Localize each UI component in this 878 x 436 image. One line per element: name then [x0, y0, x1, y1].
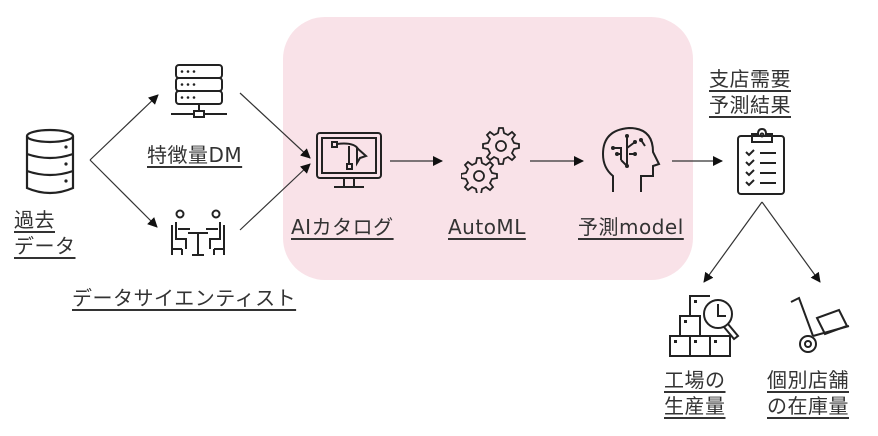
store-inventory-label: 個別店舗 の在庫量 — [767, 368, 849, 418]
prediction-model-label: 予測model — [578, 215, 684, 239]
edge-forecast-to-factory — [703, 201, 763, 283]
edge-scientist-to-catalog — [239, 163, 311, 231]
automl-label: AutoML — [448, 215, 526, 239]
clipboard-checklist-icon — [737, 128, 785, 195]
data-scientist-label: データサイエンティスト — [72, 286, 297, 310]
edge-dm-to-catalog — [239, 92, 311, 159]
feature-dm-label: 特徴量DM — [147, 143, 243, 167]
branch-forecast-label: 支店需要 予測結果 — [709, 67, 791, 117]
ai-catalog-label: AIカタログ — [291, 215, 394, 239]
edge-past-to-dm — [89, 94, 159, 161]
edge-past-to-scientist — [89, 159, 158, 228]
server-icon — [171, 64, 227, 118]
ai-head-icon — [601, 126, 661, 192]
factory-production-label: 工場の 生産量 — [664, 368, 726, 418]
past-data-label: 過去 データ — [14, 208, 76, 258]
gears-icon — [461, 127, 520, 193]
boxes-magnifier-icon — [669, 295, 740, 357]
edge-forecast-to-store — [761, 201, 821, 283]
hand-truck-icon — [790, 296, 850, 353]
meeting-people-icon — [171, 209, 225, 256]
database-icon — [25, 128, 75, 195]
monitor-bezier-icon — [316, 132, 382, 188]
